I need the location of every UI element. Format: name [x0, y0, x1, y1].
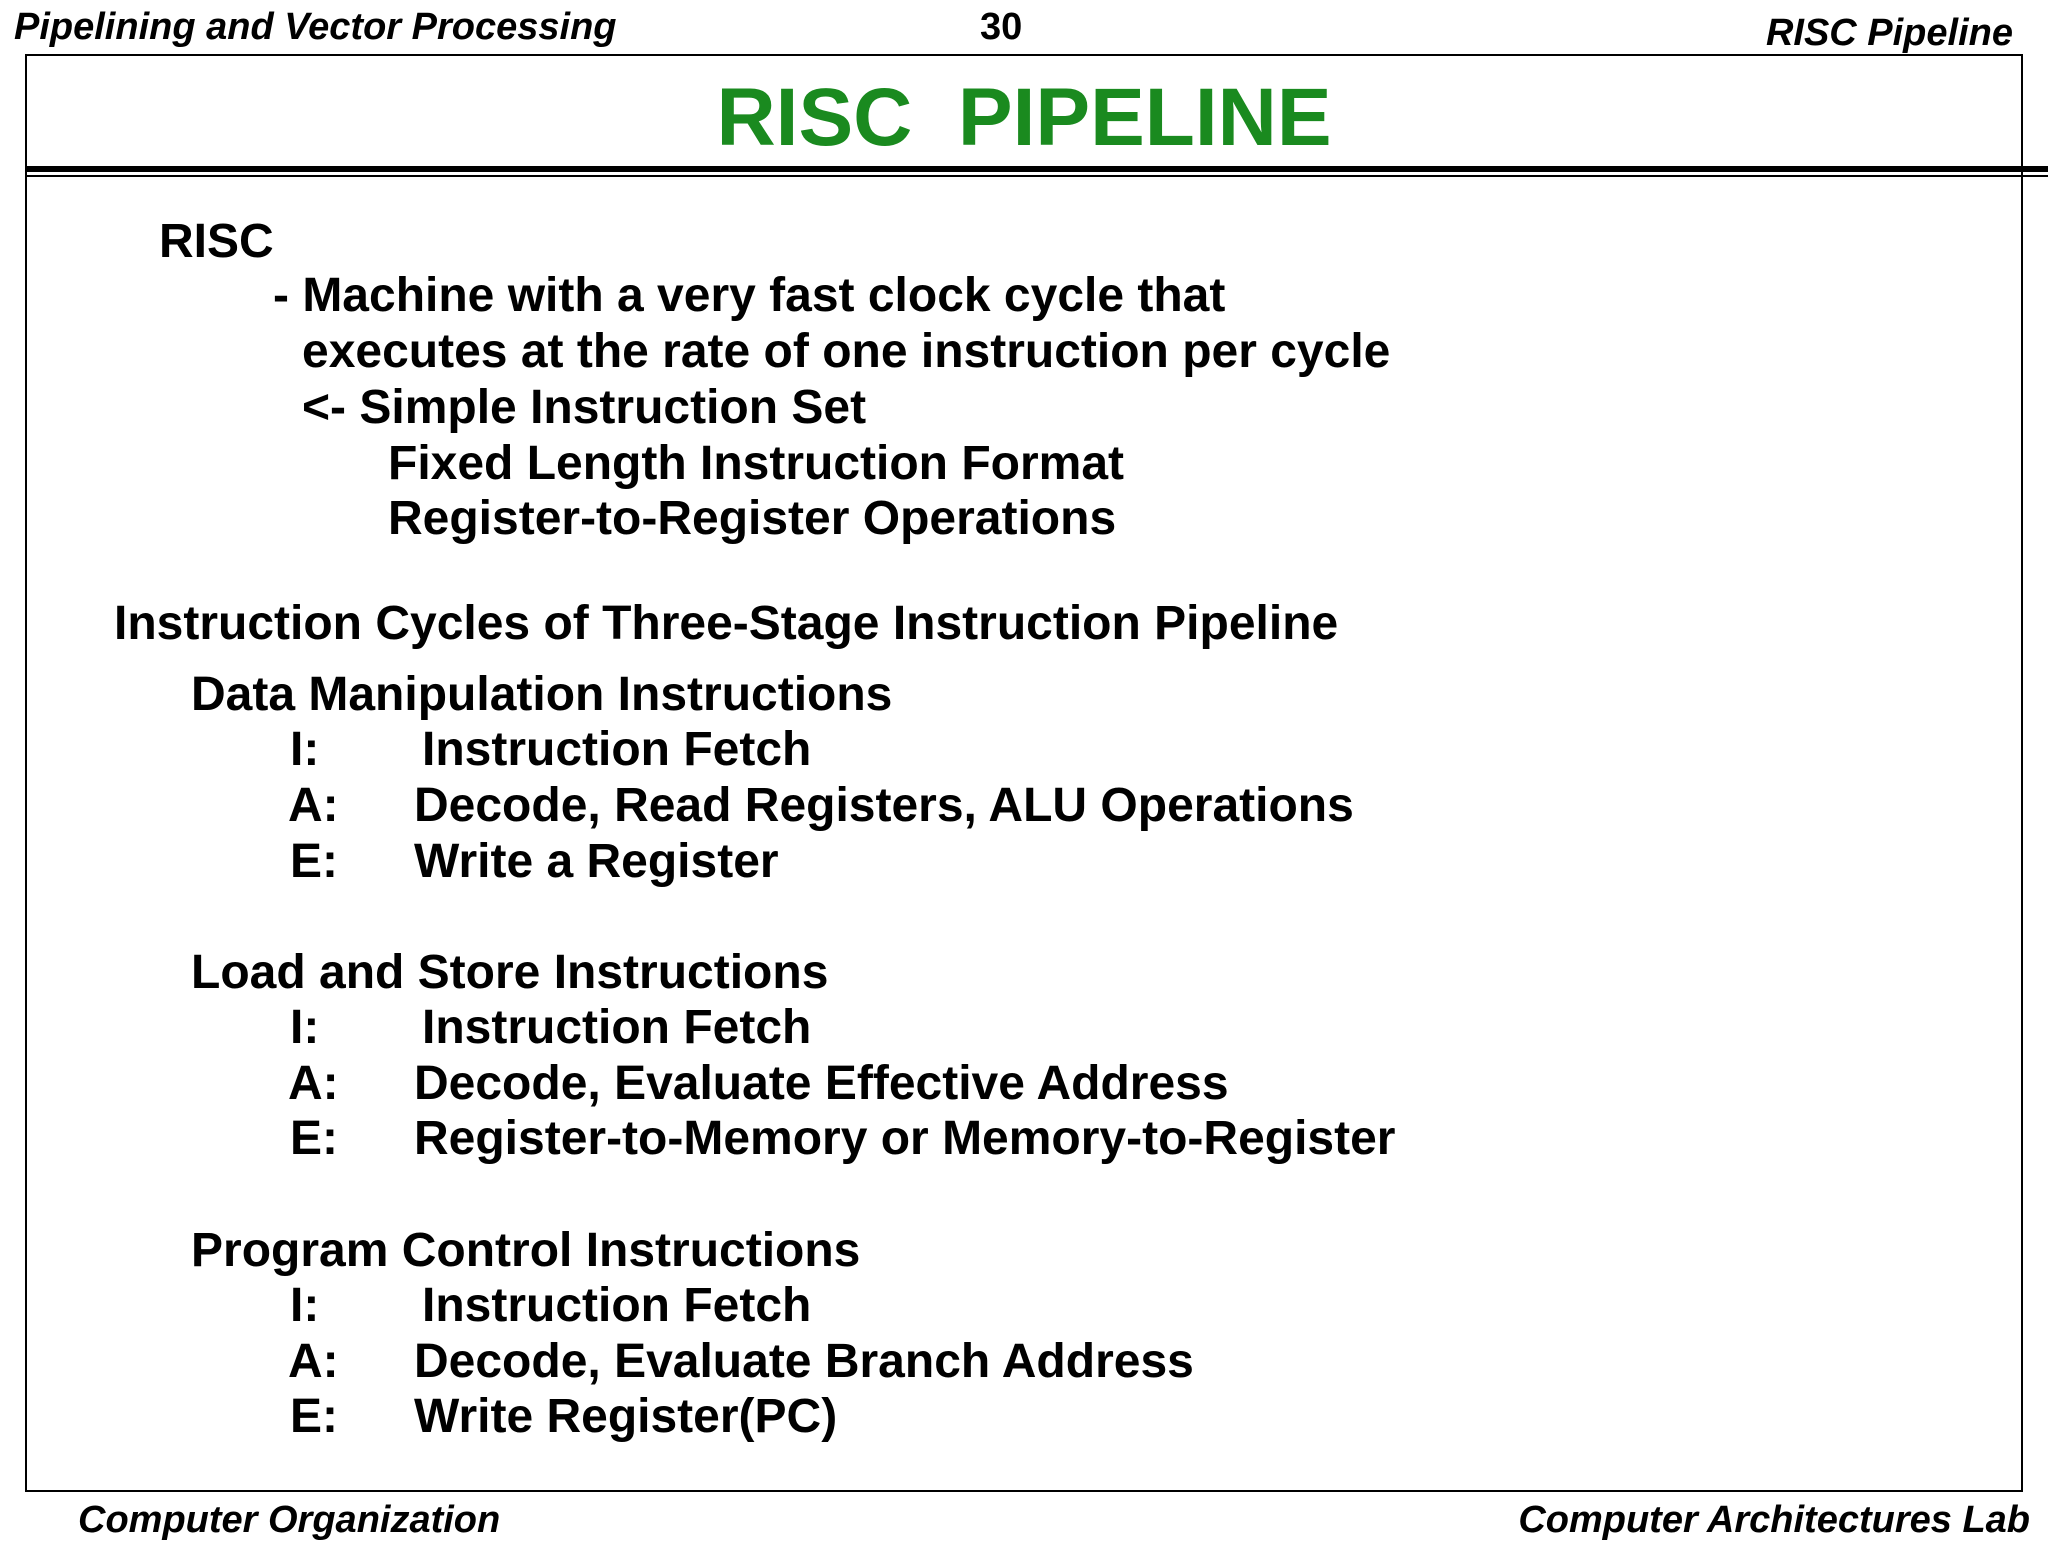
title-divider-thin [25, 175, 2048, 177]
risc-line-1: - Machine with a very fast clock cycle t… [273, 269, 1226, 322]
header-right-title: RISC Pipeline [1765, 12, 2013, 54]
risc-heading: RISC [159, 215, 274, 268]
stage-description: Write a Register [414, 835, 779, 888]
stage-letter: E: [290, 835, 338, 888]
risc-line-4: Fixed Length Instruction Format [388, 437, 1125, 490]
footer-right-title: Computer Architectures Lab [1518, 1499, 2030, 1541]
risc-line-3: <- Simple Instruction Set [302, 381, 867, 434]
risc-line-2: executes at the rate of one instruction … [302, 325, 1391, 378]
stage-letter: I: [290, 1001, 320, 1054]
footer-left-title: Computer Organization [78, 1499, 501, 1541]
stage-description: Write Register(PC) [414, 1390, 838, 1443]
stage-description: Instruction Fetch [422, 723, 812, 776]
slide-frame [25, 54, 2023, 1492]
stage-letter: A: [288, 1057, 339, 1110]
header-left-title: Pipelining and Vector Processing [14, 6, 617, 48]
group-data-manipulation-title: Data Manipulation Instructions [191, 668, 893, 721]
stage-description: Decode, Read Registers, ALU Operations [414, 779, 1354, 832]
stage-description: Register-to-Memory or Memory-to-Register [414, 1112, 1396, 1165]
stage-description: Decode, Evaluate Effective Address [414, 1057, 1229, 1110]
group-program-control-title: Program Control Instructions [191, 1224, 861, 1277]
title-divider-thick [25, 166, 2048, 172]
stage-letter: A: [288, 1335, 339, 1388]
stage-letter: I: [290, 1279, 320, 1332]
stage-letter: I: [290, 723, 320, 776]
slide-title: RISC PIPELINE [716, 72, 1332, 163]
risc-line-5: Register-to-Register Operations [388, 492, 1117, 545]
stage-description: Instruction Fetch [422, 1279, 812, 1332]
stage-letter: E: [290, 1112, 338, 1165]
stage-description: Instruction Fetch [422, 1001, 812, 1054]
section-heading: Instruction Cycles of Three-Stage Instru… [114, 597, 1339, 650]
stage-description: Decode, Evaluate Branch Address [414, 1335, 1194, 1388]
page-number: 30 [980, 6, 1023, 48]
stage-letter: E: [290, 1390, 338, 1443]
group-load-store-title: Load and Store Instructions [191, 946, 829, 999]
stage-letter: A: [288, 779, 339, 832]
